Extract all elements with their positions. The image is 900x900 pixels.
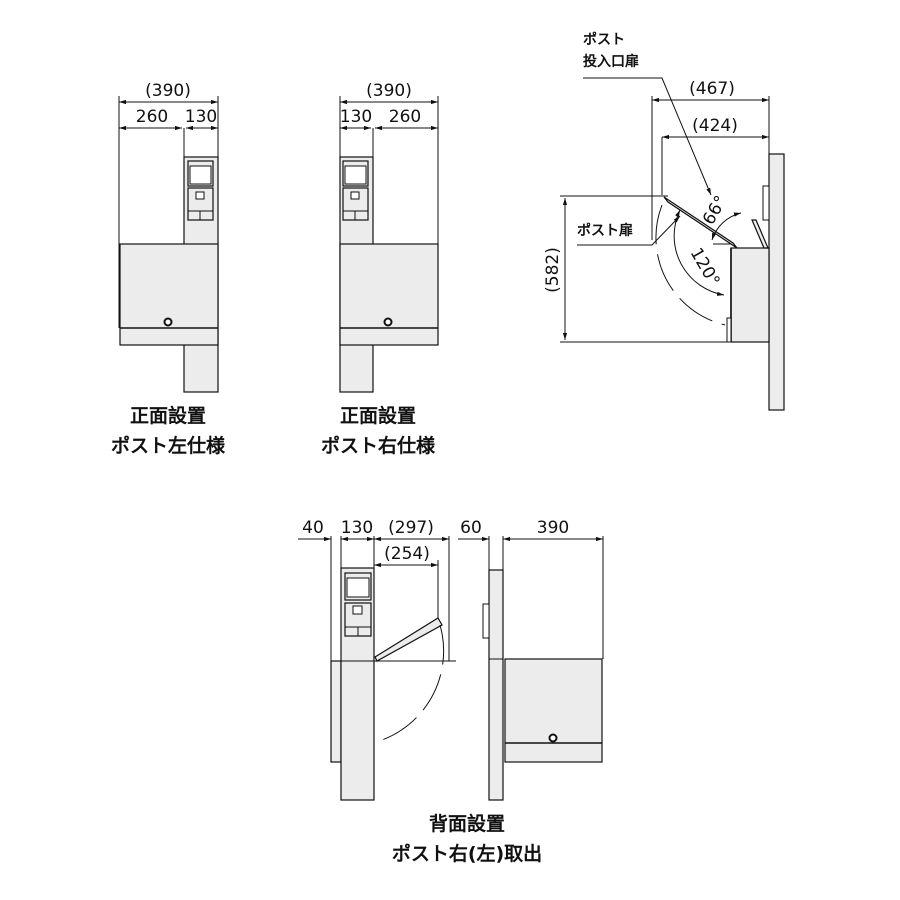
label-post-door: ポスト扉 [577,222,633,239]
angle-post-door: 120° [686,245,724,290]
keyhole-icon [383,317,393,327]
label-slot-door-2: 投入口扉 [583,53,639,70]
keyhole-icon [548,733,558,743]
front-view-post-left: (390) 260 130 正面設置 ポスト左仕様 [111,81,226,457]
dimension-130: 130 [341,518,373,538]
wall-pole [488,569,504,801]
dimension-a: 260 [136,107,168,127]
caption-line-1: 背面設置 [429,812,505,835]
intercom-panel [342,160,369,221]
dimension-total: (390) [145,81,191,101]
dimension-height: (582) [543,247,563,293]
caption-line-2: ポスト左仕様 [111,434,226,457]
intercom-panel [344,572,372,637]
wall-pole [768,153,785,411]
keyhole-icon [163,317,173,327]
mailbox [339,243,439,346]
mailbox [119,243,219,346]
dimension-inner: (424) [692,116,738,136]
dimension-254: (254) [384,544,430,564]
dimension-outer: (467) [689,79,735,99]
intercom-panel [187,160,214,221]
front-view-post-right: (390) 130 260 正面設置 ポスト右仕様 [321,81,439,457]
leader-line [577,215,681,246]
dimension-40: 40 [302,518,324,538]
dimension-a: 130 [340,107,372,127]
side-view: (467) (424) (582) 66° 120° ポスト 投入口扉 ポスト扉 [543,31,785,411]
dimension-390: 390 [537,518,569,538]
caption-line-1: 正面設置 [130,404,206,427]
caption-line-2: ポスト右仕様 [321,434,436,457]
dimension-total: (390) [366,81,412,101]
post-door-open [374,617,443,662]
dimension-b: 260 [389,107,421,127]
mailbox [504,658,603,763]
mailbox-side [730,247,770,343]
dimension-297: (297) [388,518,434,538]
dimension-b: 130 [185,107,217,127]
slot-door-open [751,219,769,249]
rear-view: 40 130 (297) (254) 60 390 背面設置 ポスト右(左)取 [298,518,604,865]
dimension-60: 60 [460,518,482,538]
caption-line-2: ポスト右(左)取出 [392,842,542,865]
caption-line-1: 正面設置 [340,404,416,427]
label-slot-door-1: ポスト [583,31,625,48]
leader-line [583,77,712,196]
